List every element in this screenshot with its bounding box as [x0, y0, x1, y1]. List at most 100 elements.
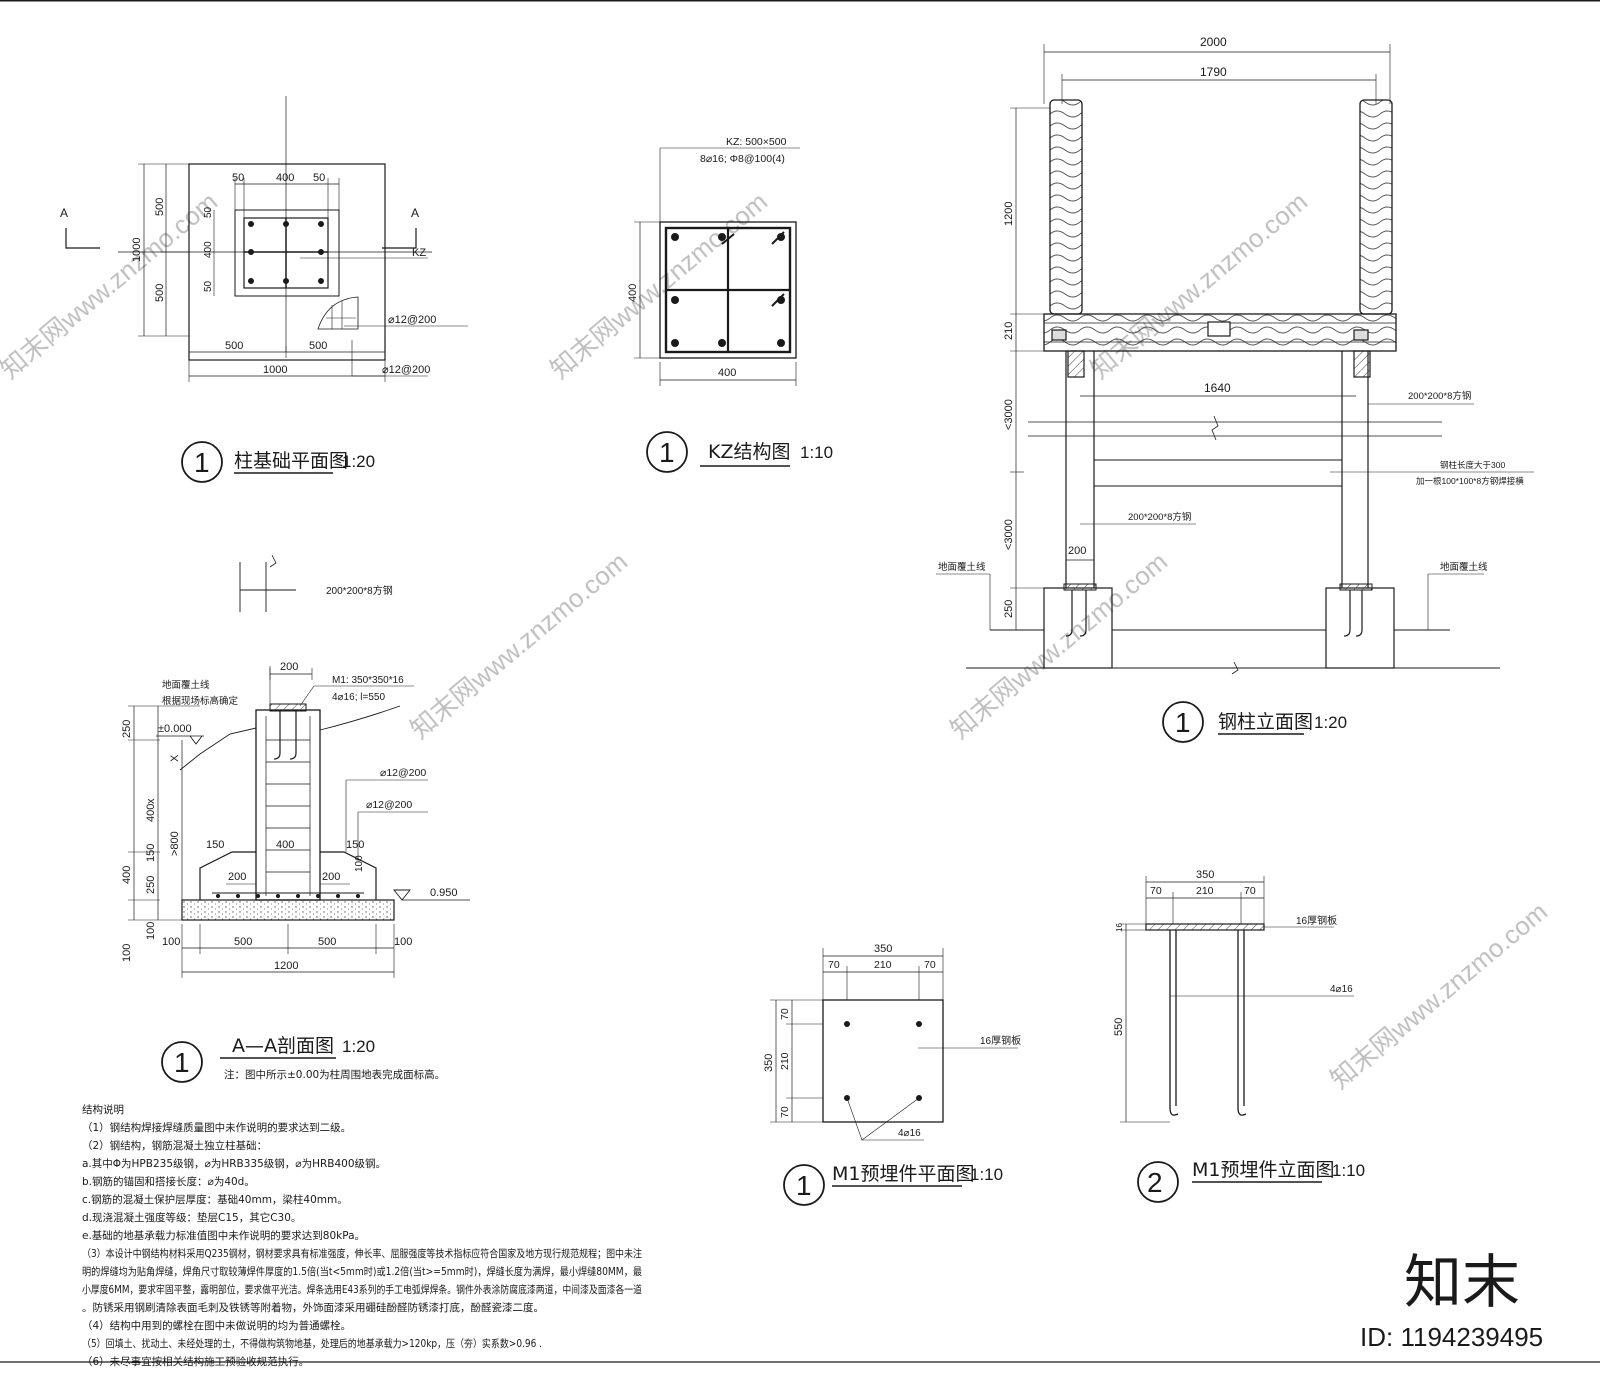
section-dim-100-bl: 100	[162, 936, 180, 948]
kz-dim-h: 400	[718, 367, 736, 379]
section-dim-x2: X	[169, 754, 181, 762]
scale-section: 1:20	[342, 1037, 375, 1056]
section-dim-x: x	[145, 798, 157, 804]
rebar-label-1: ⌀12@200	[388, 314, 436, 326]
m1e-bars-label: 4⌀16	[1330, 984, 1353, 995]
elev-note-a: 钢柱长度大于300	[1440, 460, 1505, 470]
elev-note-b: 加一根100*100*8方钢焊接横	[1416, 476, 1524, 486]
elev-dim-2000: 2000	[1200, 35, 1227, 49]
elev-dim-1790: 1790	[1200, 65, 1227, 79]
section-dim-100-outer: 100	[121, 944, 133, 962]
title-section: A—A剖面图	[232, 1035, 334, 1057]
scale-m1-elev: 1:10	[1332, 1161, 1365, 1180]
scale-found-plan: 1:20	[342, 452, 375, 471]
elev-dim-250: 250	[1003, 600, 1015, 618]
notes-line: a.其中Φ为HPB235级钢，⌀为HRB335级钢，⌀为HRB400级钢。	[82, 1157, 386, 1170]
section-m1-spec: M1: 350*350*16	[332, 675, 404, 686]
title-num-found-plan: 1	[194, 447, 210, 478]
dim-500-bottom-left: 500	[225, 340, 243, 352]
dim-1000-left: 1000	[131, 238, 143, 262]
section-mark-left: A	[60, 206, 68, 220]
notes-line: （5）回填土、扰动土、未经处理的土，不得做构筑物地基，处理后的地基承载力>120…	[82, 1337, 542, 1350]
dim-500-bottom-right: 500	[309, 340, 327, 352]
notes-heading: 结构说明	[82, 1103, 124, 1116]
watermark-text: 知末网www.znzmo.com	[545, 186, 773, 384]
m1e-dim-16: 16	[1115, 923, 1124, 932]
title-num-elev: 1	[1175, 707, 1191, 738]
structure-notes: 结构说明 （1）钢结构焊接焊缝质量图中未作说明的要求达到二级。 （2）钢结构，钢…	[82, 1103, 642, 1368]
section-mark-right: A	[411, 206, 419, 220]
m1p-dim-210-v: 210	[779, 1052, 791, 1070]
title-num-m1-elev: 2	[1147, 1167, 1163, 1198]
section-a-a-view: 200*200*8方钢	[121, 554, 470, 1083]
kz-spec-1: KZ: 500×500	[726, 136, 787, 148]
section-dim-250-top: 250	[121, 720, 133, 738]
m1p-dim-350-left: 350	[763, 1054, 775, 1072]
section-level-2: 0.950	[430, 887, 458, 899]
watermark-id: ID: 1194239495	[1360, 1322, 1543, 1352]
notes-line: （4）结构中用到的螺栓在图中未做说明的均为普通螺栓。	[82, 1319, 351, 1332]
m1p-dim-210-top: 210	[874, 959, 892, 971]
section-dim-200-left: 200	[228, 871, 246, 883]
section-dim-150-left: 150	[145, 844, 157, 862]
watermark-text: 知末网www.znzmo.com	[405, 546, 633, 744]
dim-500-lower: 500	[154, 284, 166, 302]
title-num-kz: 1	[659, 437, 675, 468]
dim-50-right: 50	[313, 172, 325, 184]
scale-kz: 1:10	[800, 443, 833, 462]
notes-line: （3）本设计中钢结构材料采用Q235钢材，钢材要求具有标准强度，伸长率、屈服强度…	[82, 1247, 642, 1260]
notes-line: （1）钢结构焊接焊缝质量图中未作说明的要求达到二级。	[82, 1121, 351, 1134]
steel-column-elevation: 2000 1790 1640	[936, 35, 1534, 743]
elev-steel-label-left: 200*200*8方钢	[1128, 511, 1191, 523]
m1p-dim-70-r: 70	[924, 959, 936, 971]
notes-line: 小厚度6MM，要求牢固平整，露明部位，要求做平光洁。焊条选用E43系列的手工电弧…	[82, 1283, 642, 1296]
notes-line: d.现浇混凝土强度等级：垫层C15，其它C30。	[82, 1211, 301, 1224]
section-m1-bars: 4⌀16; l=550	[332, 692, 385, 703]
notes-line: （6）未尽事宜按相关结构施工预验收规范执行。	[82, 1355, 309, 1368]
title-m1-plan: M1预埋件平面图	[832, 1163, 974, 1185]
elev-dim-210: 210	[1003, 322, 1015, 340]
dim-400-v: 400	[203, 241, 214, 258]
elev-dim-3000-upper: <3000	[1003, 399, 1015, 430]
section-dim-400-col: 400	[276, 839, 294, 851]
watermark-logo: 知末	[1404, 1248, 1520, 1316]
elev-ground-left: 地面覆土线	[938, 561, 986, 573]
dim-50-v-top: 50	[203, 206, 214, 218]
kz-structure-view: KZ: 500×500 8⌀16; Φ8@100(4) 400 400 1 KZ…	[627, 136, 833, 473]
title-kz: KZ结构图	[708, 441, 790, 463]
m1e-dim-550: 550	[1113, 1018, 1125, 1036]
section-rebar-2: ⌀12@200	[366, 799, 412, 811]
section-footnote: 注：图中所示±0.00为柱周围地表完成面标高。	[224, 1068, 445, 1081]
kz-spec-2: 8⌀16; Φ8@100(4)	[700, 153, 785, 165]
m1-elevation-view: 350 70 210 70 16 550 16厚钢板 4⌀16 2 M1预埋件立…	[1113, 869, 1365, 1203]
section-dim-150-left-in: 150	[206, 839, 224, 851]
m1p-dim-70-bot: 70	[779, 1106, 791, 1118]
section-dim-400-left: 400	[121, 866, 133, 884]
section-dim-500-l: 500	[234, 936, 252, 948]
title-elev: 钢柱立面图	[1218, 711, 1313, 733]
title-num-m1-plan: 1	[796, 1170, 812, 1201]
section-dim-100-br: 100	[394, 936, 412, 948]
elev-dim-1640: 1640	[1204, 381, 1231, 395]
elev-dim-1200: 1200	[1003, 202, 1015, 226]
notes-line: 明的焊缝均为贴角焊缝，焊角尺寸取较薄焊件厚度的1.5倍(当t<5mm时)或1.2…	[82, 1265, 642, 1278]
section-ground-2: 根据现场标高确定	[162, 695, 239, 707]
notes-line: e.基础的地基承载力标准值图中未作说明的要求达到80kPa。	[82, 1229, 365, 1242]
section-dim-200-top: 200	[280, 661, 298, 673]
notes-line: c.钢筋的混凝土保护层厚度：基础40mm，梁柱40mm。	[82, 1193, 348, 1206]
notes-line: 。防锈采用钢刷清除表面毛刺及铁锈等附着物，外饰面漆采用硼硅酚醛防锈漆打底，酚醛瓷…	[82, 1301, 544, 1314]
foundation-plan-view: 50 400 50 1000 500 500 50 400 50 500 500…	[60, 96, 468, 483]
scale-m1-plan: 1:10	[970, 1165, 1003, 1184]
dim-50-v-bot: 50	[203, 280, 214, 292]
section-rebar-1: ⌀12@200	[380, 767, 426, 779]
title-num-section: 1	[174, 1047, 190, 1078]
section-dim-250-bot: 250	[145, 876, 157, 894]
m1e-dim-70-l: 70	[1150, 885, 1162, 897]
m1p-bars-label: 4⌀16	[898, 1128, 921, 1139]
dim-50-left: 50	[232, 172, 244, 184]
section-dim-150-right-in: 150	[346, 839, 364, 851]
kz-dim-v: 400	[627, 284, 639, 302]
section-dim-100-inner: 100	[145, 922, 157, 940]
elev-steel-label-right: 200*200*8方钢	[1408, 390, 1471, 402]
